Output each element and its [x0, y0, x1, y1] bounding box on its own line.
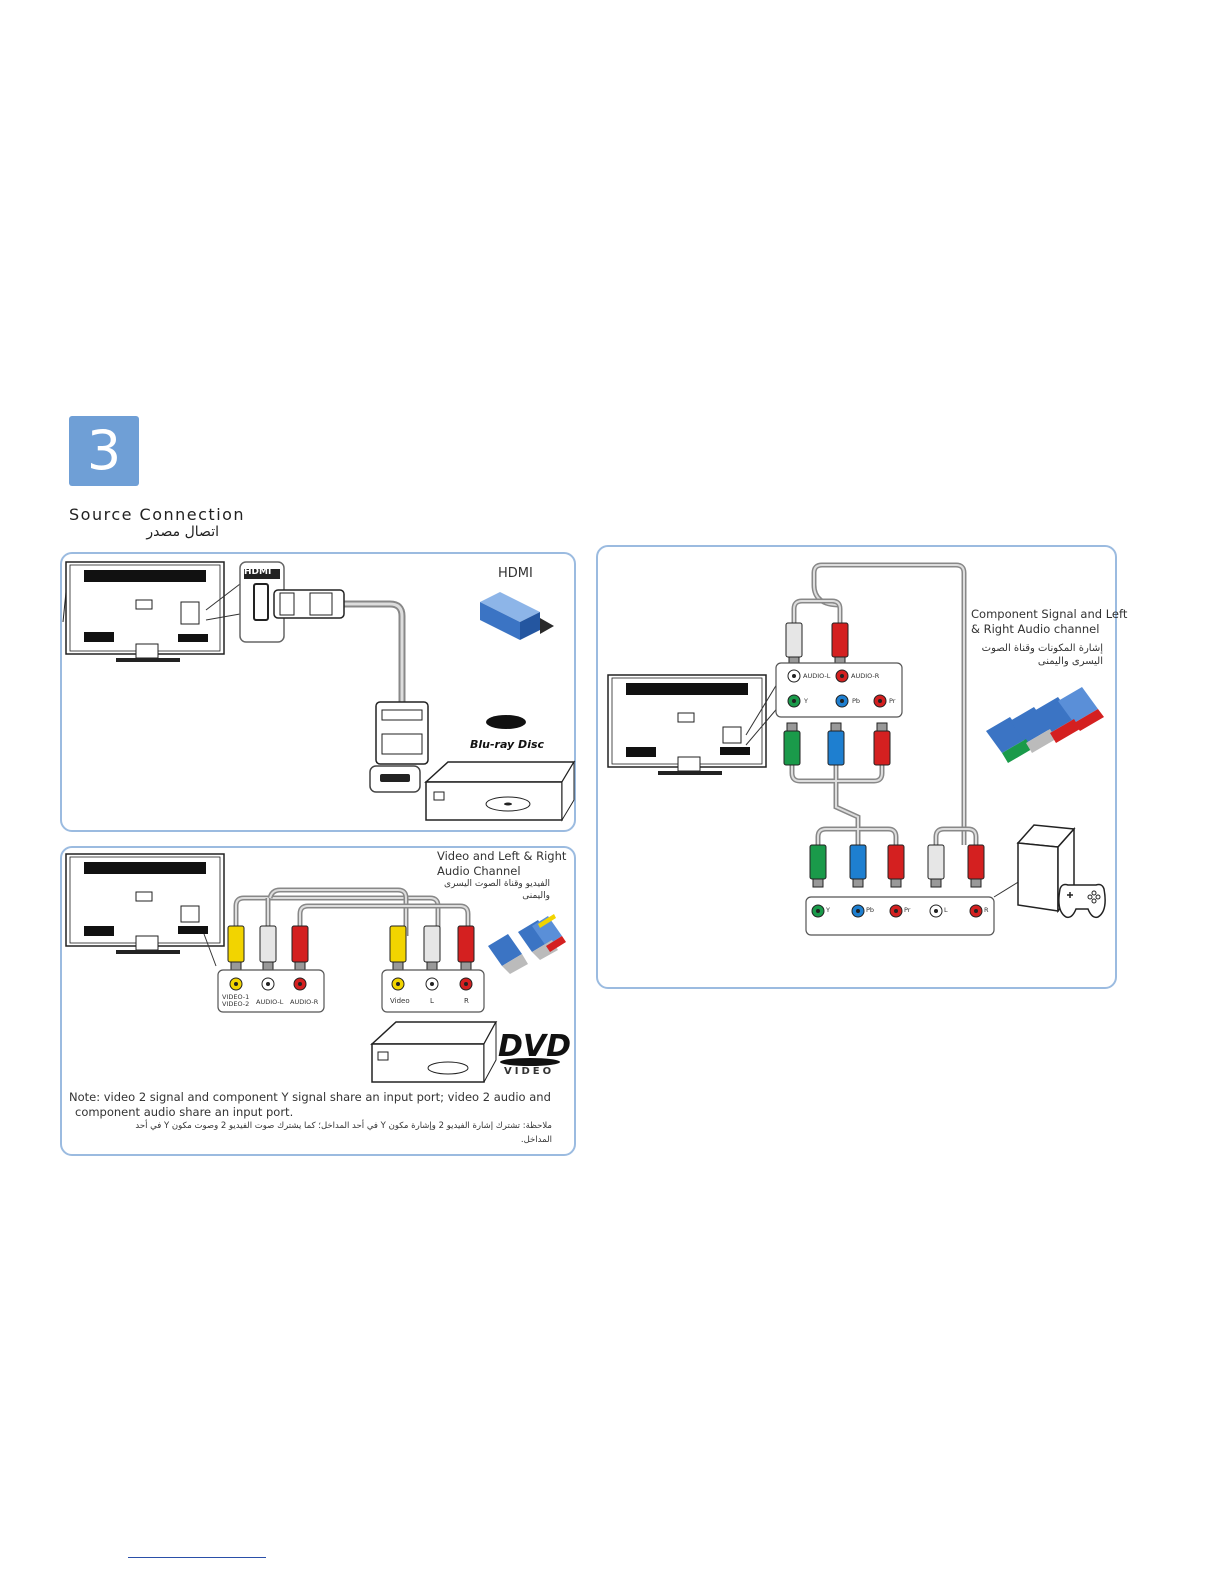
dvd-logo-video-text: VIDEO [504, 1066, 555, 1077]
component-diagram [607, 562, 1106, 936]
section-title: Source Connection [69, 505, 246, 524]
red-rca-plug-icon [967, 844, 985, 888]
section-title-arabic: اتصال مصدر [146, 524, 219, 540]
hdmi-plug-icon [480, 592, 554, 640]
note-line2: component audio share an input port. [75, 1105, 294, 1119]
tv-audio-r-label: AUDIO-R [851, 672, 880, 680]
tv-y-label: Y [804, 697, 808, 705]
yellow-rca-plug-icon [227, 925, 245, 971]
footer-rule [128, 1557, 266, 1558]
tv-port-video1-text: VIDEO-1 [222, 993, 250, 1001]
tv-port-audio-l-label: AUDIO-L [256, 998, 284, 1006]
av-title-arabic-line1: الفيديو وقناة الصوت اليسرى [444, 879, 550, 889]
tv-pb-label: Pb [852, 697, 861, 705]
red-rca-plug-icon [457, 925, 475, 971]
red-rca-plug-icon [831, 622, 849, 666]
tv-port-video-label: VIDEO-1 VIDEO-2 [222, 994, 249, 1008]
white-rca-plug-icon [423, 925, 441, 971]
av-title-arabic-line2: واليمنى [522, 891, 550, 901]
tv-port-video2-text: VIDEO-2 [222, 1000, 250, 1008]
av-title-line2: Audio Channel [437, 864, 521, 878]
av-title-line1: Video and Left & Right [437, 849, 567, 863]
component-title-arabic-line2: اليسرى واليمنى [1037, 656, 1103, 667]
tv-port-audio-r-label: AUDIO-R [290, 998, 319, 1006]
dev-pb-label: Pb [866, 906, 875, 914]
component-title-arabic-line1: إشارة المكونات وقناة الصوت [981, 643, 1103, 654]
dvd-player-icon [370, 1021, 498, 1083]
dev-port-r-label: R [464, 997, 469, 1005]
tv-back-icon [62, 561, 225, 662]
white-rca-plug-icon [785, 622, 803, 666]
tv-back-icon [65, 853, 225, 954]
red-rca-plug-icon [291, 925, 309, 971]
tv-back-icon [607, 674, 767, 775]
note-arabic-line1: ملاحظة: تشترك إشارة الفيديو 2 وإشارة مكو… [135, 1121, 552, 1131]
dev-l-label: L [944, 906, 948, 914]
green-rca-plug-icon [783, 722, 801, 766]
yellow-rca-plug-icon [389, 925, 407, 971]
note-line1: Note: video 2 signal and component Y sig… [69, 1090, 551, 1104]
hdmi-port-label: HDMI [244, 567, 272, 577]
step-number-badge: 3 [69, 416, 139, 486]
blu-ray-player-icon [424, 760, 576, 822]
dev-r-label: R [984, 906, 989, 914]
green-rca-plug-icon [809, 844, 827, 888]
component-plug-cluster-icon [986, 687, 1104, 763]
dvd-video-logo-icon: DVD [498, 1029, 571, 1066]
component-title-line2: & Right Audio channel [971, 622, 1100, 636]
tv-pr-label: Pr [889, 697, 896, 705]
blue-rca-plug-icon [827, 722, 845, 766]
dev-port-video-label: Video [390, 997, 410, 1005]
blu-ray-logo-icon: Blu-ray Disc [470, 715, 545, 751]
dev-y-label: Y [826, 906, 830, 914]
blue-rca-plug-icon [849, 844, 867, 888]
red-rca-plug-icon [873, 722, 891, 766]
white-rca-plug-icon [927, 844, 945, 888]
rca-plug-cluster-icon [488, 914, 566, 974]
note-arabic-line2: المداخل. [520, 1135, 552, 1145]
component-title-line1: Component Signal and Left [971, 607, 1128, 621]
dev-port-l-label: L [430, 997, 434, 1005]
dev-pr-label: Pr [904, 906, 911, 914]
hdmi-diagram: Blu-ray Disc [62, 561, 576, 822]
hdmi-device-label: HDMI [498, 566, 533, 581]
svg-text:Blu-ray Disc: Blu-ray Disc [470, 738, 545, 751]
red-rca-plug-icon [887, 844, 905, 888]
av-diagram: DVD [65, 853, 571, 1083]
tv-audio-l-label: AUDIO-L [803, 672, 831, 680]
game-controller-icon [1058, 883, 1106, 919]
white-rca-plug-icon [259, 925, 277, 971]
